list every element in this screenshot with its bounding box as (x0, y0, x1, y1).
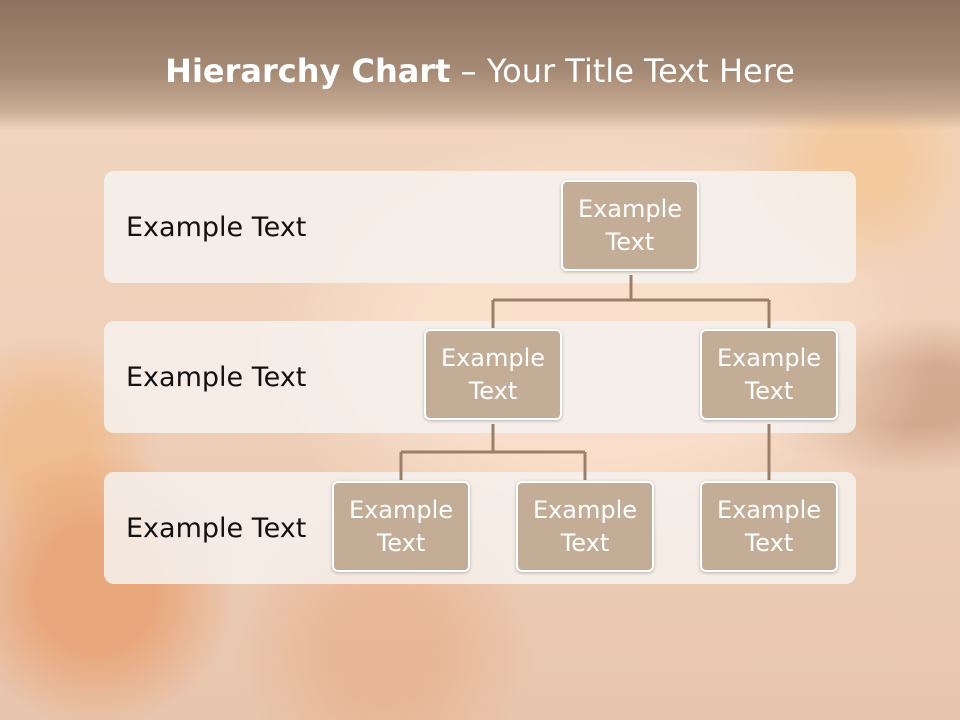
node-level2-left-line2: Text (468, 376, 518, 405)
title-bold: Hierarchy Chart (165, 52, 451, 90)
level-label-1: Example Text (126, 211, 307, 243)
slide-title: Hierarchy Chart – Your Title Text Here (0, 52, 960, 90)
node-root-line1: Example (577, 194, 683, 223)
node-level3-c-line1: Example (716, 495, 822, 524)
node-level2-right-line1: Example (716, 343, 822, 372)
node-root-line2: Text (605, 227, 655, 256)
node-level3-a-line2: Text (376, 528, 426, 557)
level-label-3: Example Text (126, 512, 307, 544)
title-rest: – Your Title Text Here (450, 52, 795, 90)
node-level3-b-line1: Example (532, 495, 638, 524)
level-band-1 (104, 171, 856, 283)
title-bar (0, 0, 960, 130)
node-level3-a-line1: Example (348, 495, 454, 524)
level-label-2: Example Text (126, 361, 307, 393)
node-level3-c-line2: Text (744, 528, 794, 557)
node-level2-right-line2: Text (744, 376, 794, 405)
node-level2-left-line1: Example (440, 343, 546, 372)
node-level3-b-line2: Text (560, 528, 610, 557)
